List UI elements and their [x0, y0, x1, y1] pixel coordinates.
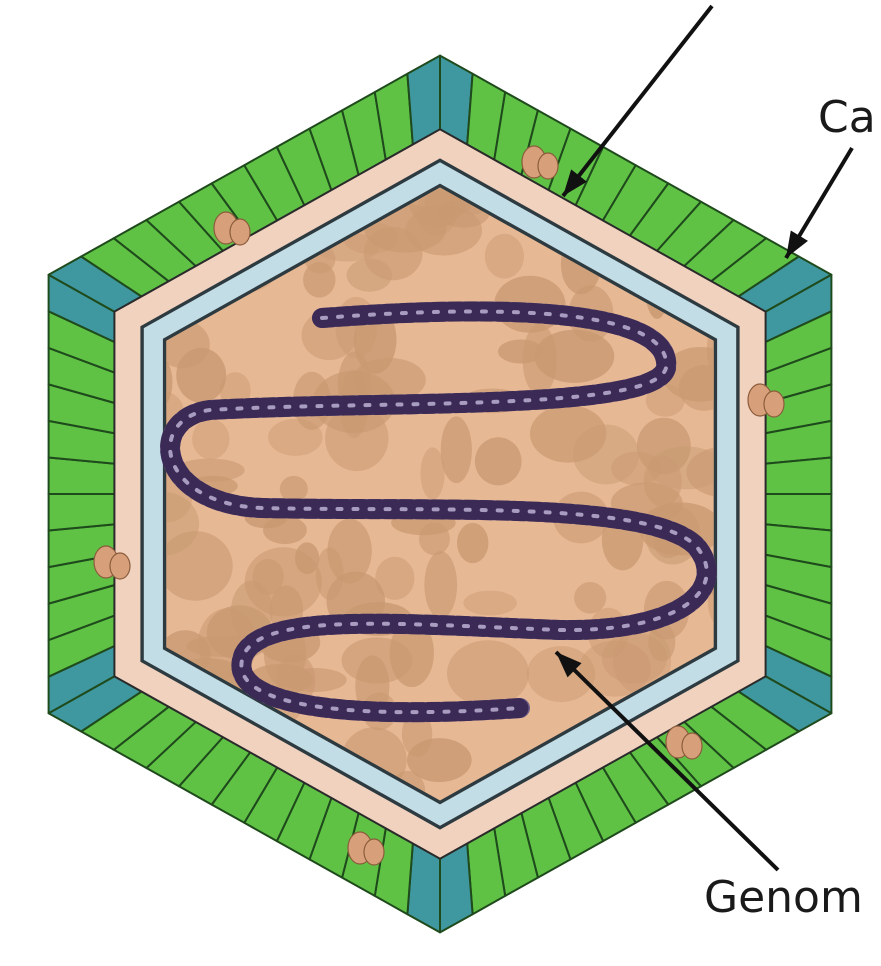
core-texture-blob [703, 157, 733, 210]
core-texture-blob [303, 262, 335, 297]
core-texture-blob [420, 447, 444, 499]
capsomer [49, 494, 116, 531]
protein-lobe [110, 553, 130, 579]
protein-lobe [364, 839, 384, 865]
arrow-head [786, 231, 808, 258]
core-texture-blob [441, 416, 472, 483]
core-texture-blob [158, 531, 232, 601]
capsomer [765, 458, 832, 495]
core-texture-blob [295, 542, 319, 574]
protein-lobe [538, 153, 558, 179]
core-texture-blob [463, 591, 516, 616]
core-texture-blob [364, 227, 423, 280]
core-texture-blob [253, 559, 284, 595]
core-texture-blob [280, 476, 308, 502]
core-texture-blob [192, 419, 229, 459]
pointer-arrow-icon [786, 148, 852, 258]
core-texture-blob [648, 446, 724, 489]
protein-lobe [230, 219, 250, 245]
core-texture-blob [475, 437, 522, 485]
core-texture-blob [485, 234, 524, 279]
core-texture-blob [327, 519, 371, 584]
core-texture-blob [424, 551, 457, 618]
core-texture-blob [375, 557, 414, 600]
core-texture-blob [574, 582, 606, 614]
core-texture-blob [457, 523, 488, 563]
core-texture-blob [530, 405, 606, 463]
genome-label: Genom [704, 876, 863, 920]
core-texture-blob [447, 640, 529, 706]
protein-lobe [764, 391, 784, 417]
protein-lobe [682, 733, 702, 759]
core-texture-blob [534, 330, 614, 383]
capsid-label: Ca [818, 96, 876, 140]
core-texture-blob [716, 173, 741, 205]
